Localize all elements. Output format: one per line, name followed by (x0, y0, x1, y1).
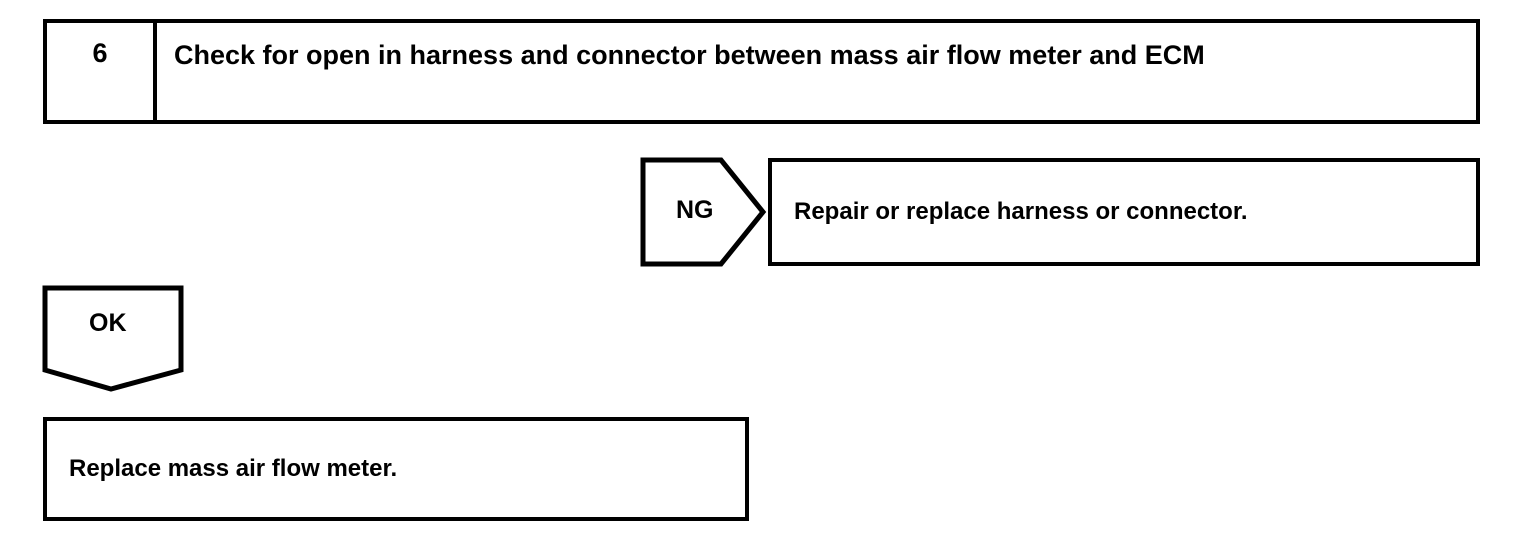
step-title-cell: Check for open in harness and connector … (157, 23, 1476, 120)
ok-branch-label: OK (89, 309, 127, 337)
ng-result-box: Repair or replace harness or connector. (768, 158, 1480, 266)
step-header-box: 6 Check for open in harness and connecto… (43, 19, 1480, 124)
ng-result-text: Repair or replace harness or connector. (794, 198, 1248, 226)
ng-branch-label: NG (676, 196, 714, 224)
step-number-cell: 6 (47, 23, 157, 120)
ok-branch-arrow-icon (42, 285, 184, 393)
step-number: 6 (92, 38, 108, 68)
ok-result-box: Replace mass air flow meter. (43, 417, 749, 521)
ok-result-text: Replace mass air flow meter. (69, 455, 398, 483)
ng-branch-arrow-icon (639, 156, 767, 268)
step-title: Check for open in harness and connector … (174, 40, 1205, 70)
